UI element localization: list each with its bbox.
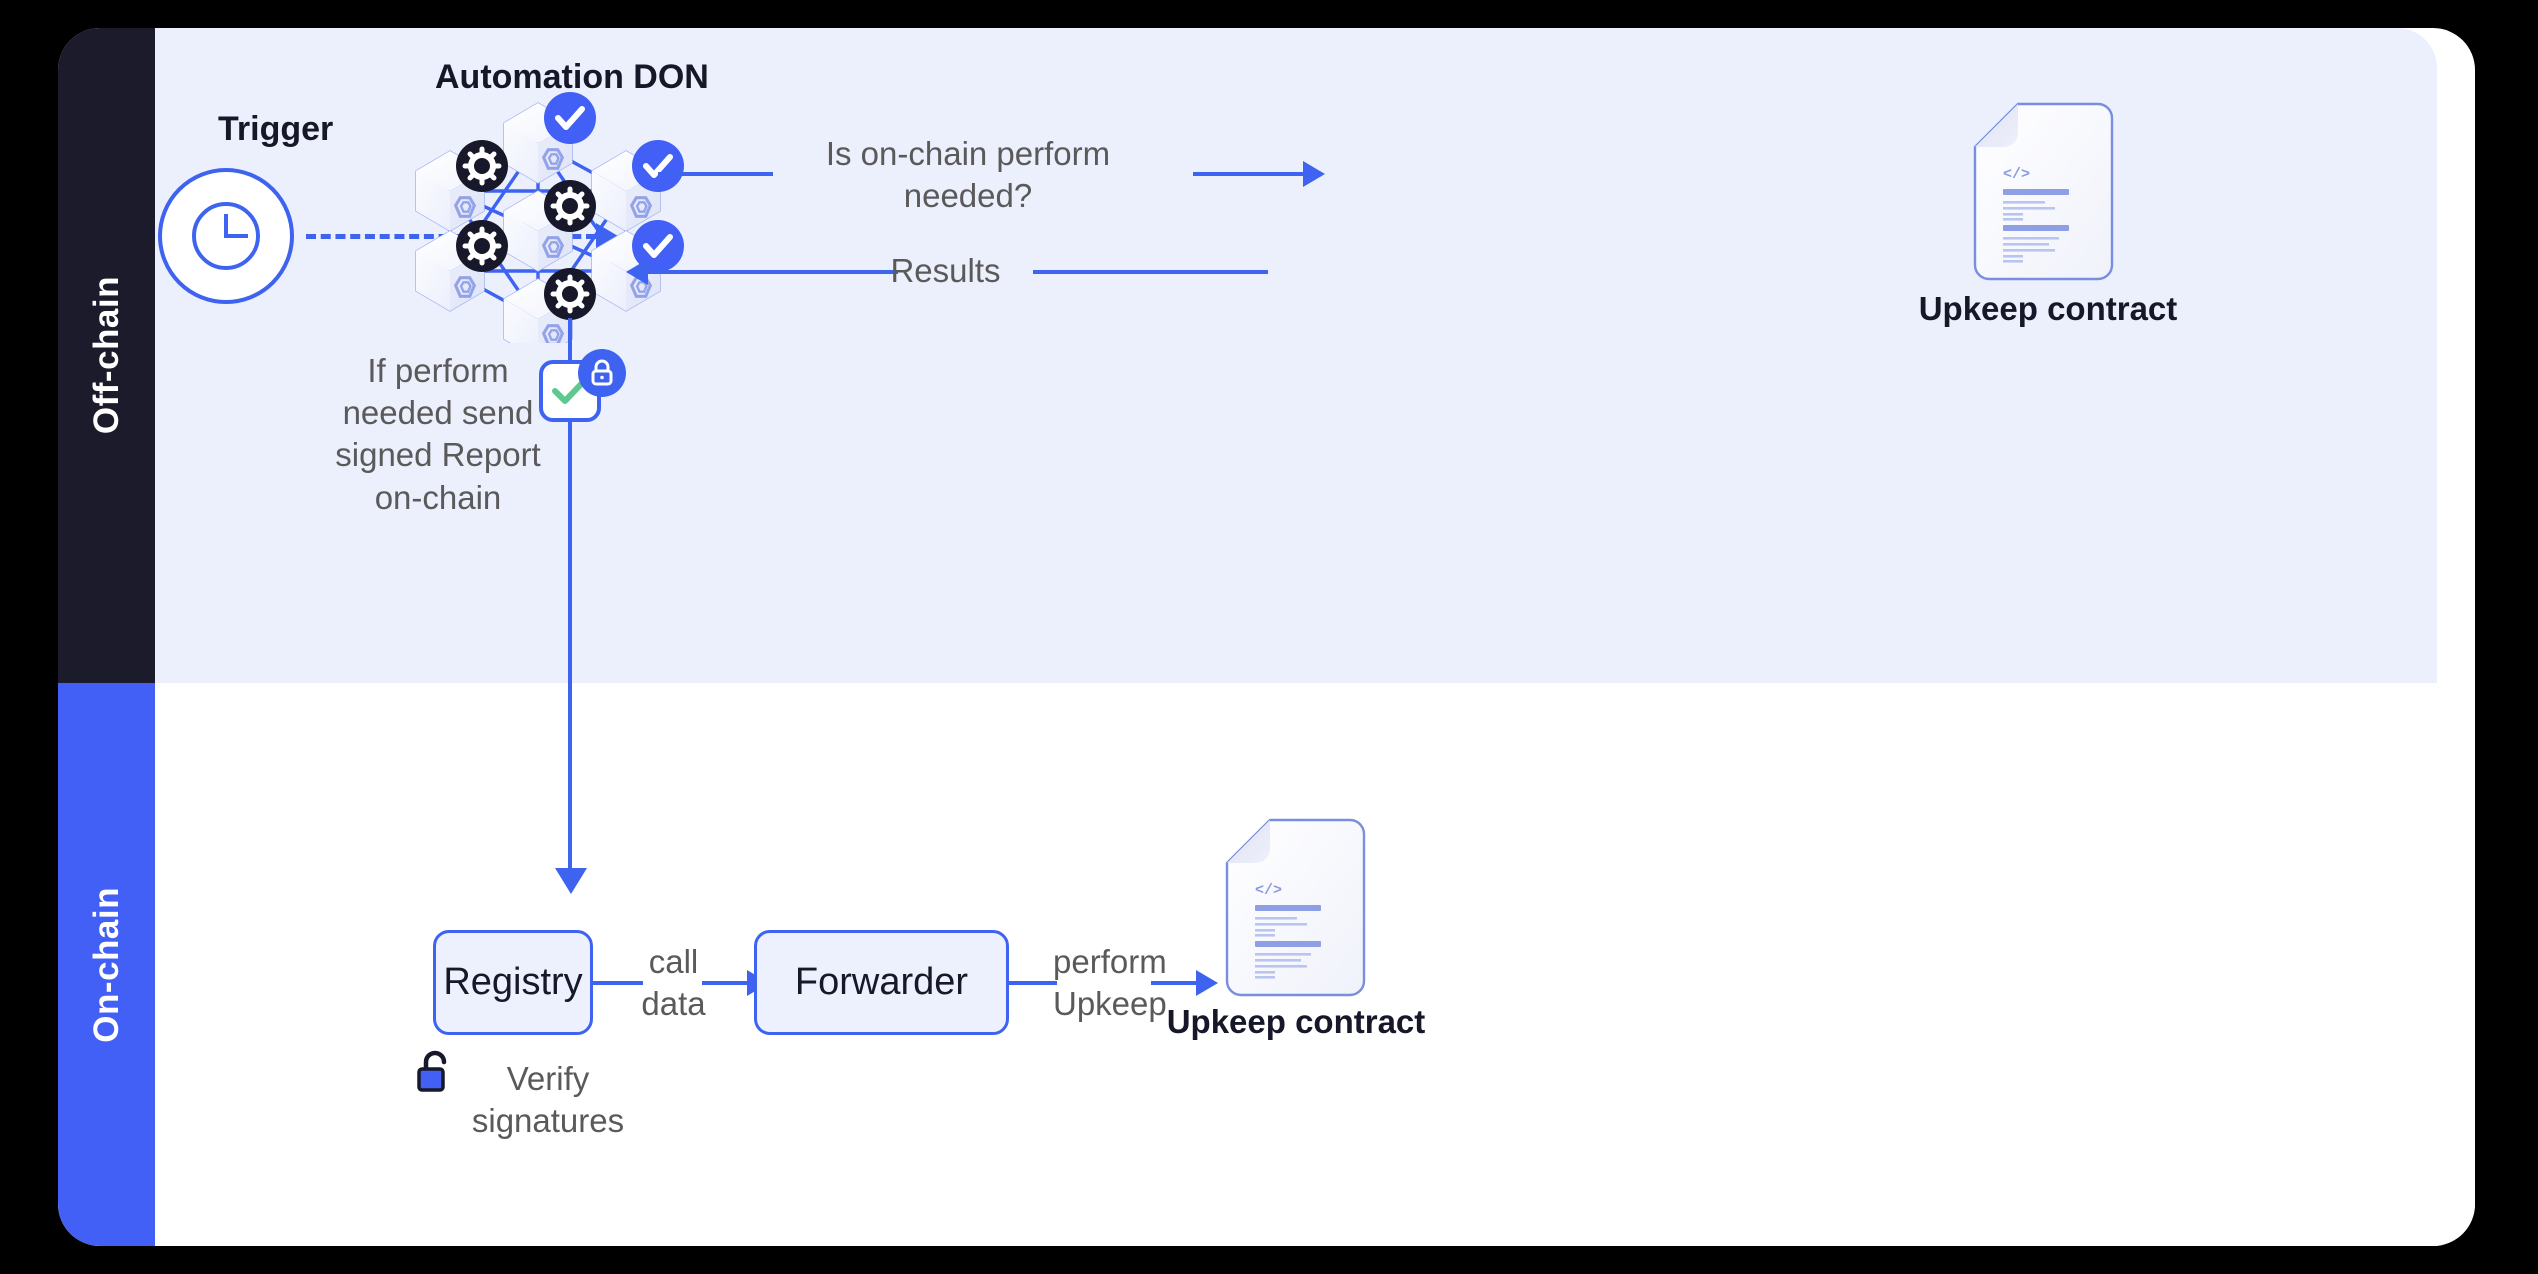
check-icon [552,377,588,404]
query-line-right [1193,172,1303,176]
unlock-icon [417,1050,447,1092]
query-line-left [658,172,773,176]
query-arrow [1303,161,1325,187]
node-badge-gear-upper-left [456,140,508,192]
perform-line-left [1009,981,1057,985]
perform-arrow [1196,970,1218,996]
node-badge-gear-center [544,180,596,232]
node-badge-gear-lower-left [456,220,508,272]
calldata-label: call data [641,943,706,1023]
rail-offchain-label: Off-chain [86,276,126,435]
verify-signatures-label: Verify signatures [471,1060,625,1140]
registry-label: Registry [443,961,583,1003]
upkeep-contract-doc-onchain: </> [1225,818,1366,997]
results-line-left [648,270,898,274]
node-badge-check-upper-right [632,140,684,192]
upkeep-contract-caption-onchain: Upkeep contract [1166,1003,1426,1040]
node-badge-check-top [544,92,596,144]
forwarder-label: Forwarder [794,961,969,1003]
results-label: Results [890,252,1001,289]
calldata-line-left [593,981,643,985]
results-arrow [626,259,648,285]
diagram-card: Off-chain On-chain Trigger Automation DO… [58,28,2475,1246]
results-line-right [1033,270,1268,274]
svg-text:</>: </> [1255,882,1282,899]
code-glyph: </> [2003,166,2030,183]
forwarder-box[interactable]: Forwarder [754,930,1009,1035]
report-arrow [555,868,587,894]
trigger-title: Trigger [218,110,334,148]
report-line-lower [568,413,572,868]
don-title: Automation DON [435,58,709,96]
node-badge-gear-bottom [544,268,596,320]
perform-line-right [1151,981,1196,985]
lock-icon [591,359,613,386]
svg-text:</>: </> [2003,166,2030,183]
code-glyph: </> [1255,882,1282,899]
rail-offchain: Off-chain [58,28,155,683]
calldata-line-right [702,981,747,985]
upkeep-contract-doc-offchain: </> [1973,102,2114,281]
perform-upkeep-label: perform Upkeep [1053,943,1167,1023]
rail-onchain-label: On-chain [86,886,126,1043]
upkeep-contract-caption-offchain: Upkeep contract [1918,290,2178,327]
clock-icon [192,202,260,270]
signed-report-label: If perform needed send signed Report on-… [335,352,541,516]
rail-onchain: On-chain [58,683,155,1246]
automation-don-network [414,92,684,343]
query-label: Is on-chain perform needed? [825,135,1111,215]
registry-box[interactable]: Registry [433,930,593,1035]
report-lock-badge [578,349,626,397]
trigger-clock [158,168,294,304]
